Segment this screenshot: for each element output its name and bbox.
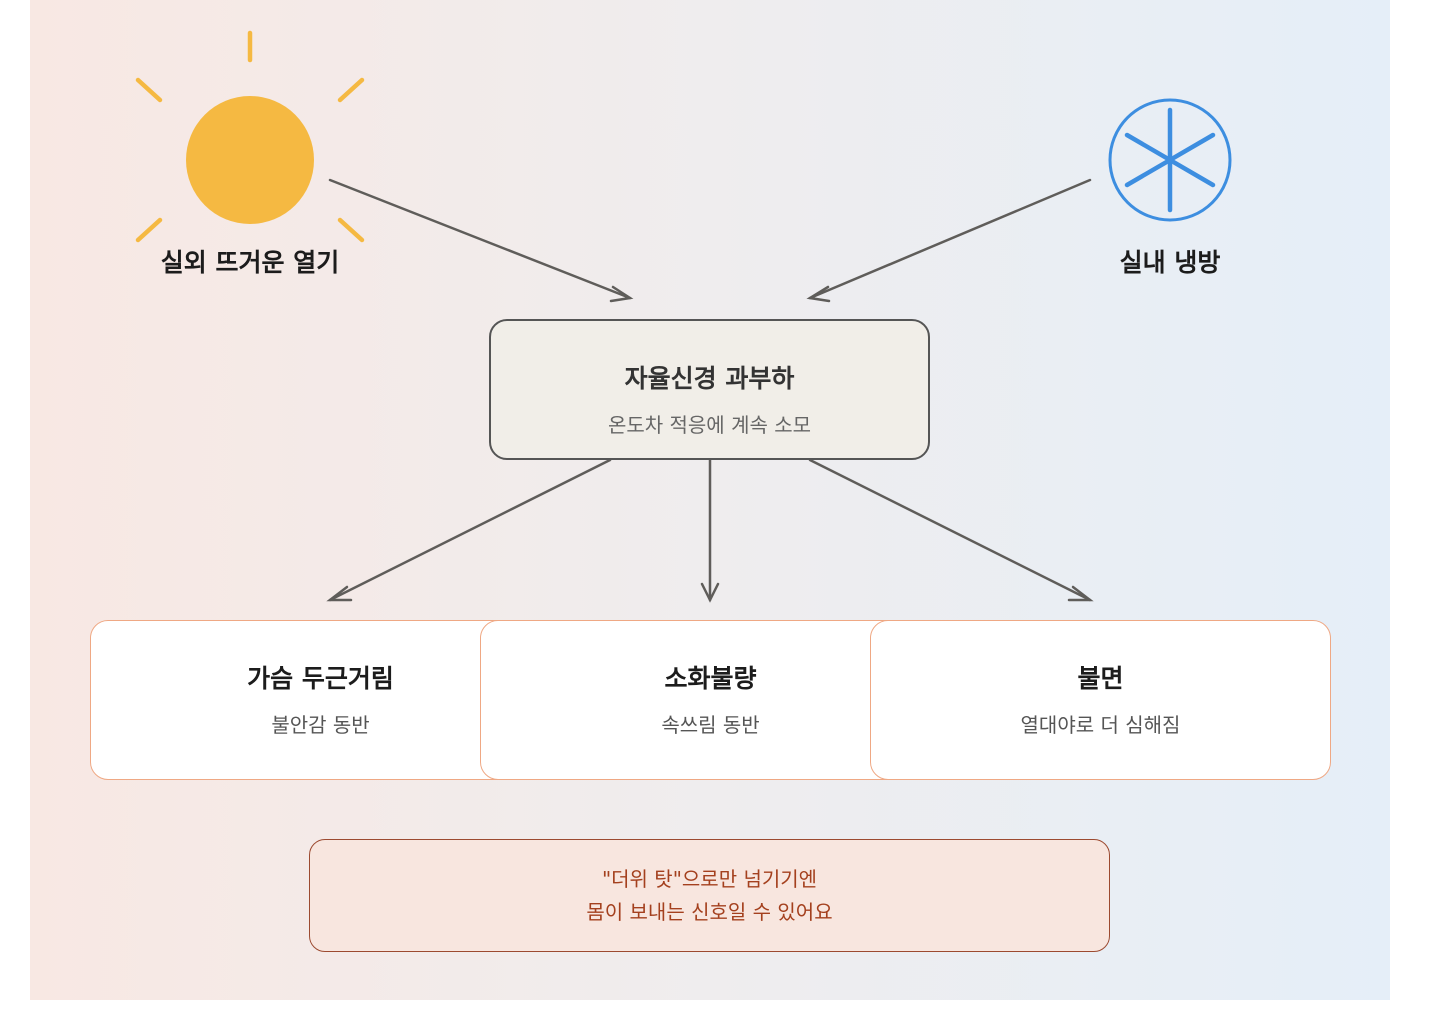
effect-node-insomnia: 불면 열대야로 더 심해짐 [870, 620, 1331, 780]
effect-title: 불면 [1077, 664, 1124, 693]
effect-subtitle: 열대야로 더 심해짐 [1020, 713, 1181, 737]
arrow-center-to-insomnia [808, 458, 1094, 602]
arrow-center-to-indigestion [700, 458, 720, 603]
note-line-2: 몸이 보내는 신호일 수 있어요 [586, 900, 833, 924]
effect-node-palpitation: 가슴 두근거림 불안감 동반 [90, 620, 551, 780]
center-node: 자율신경 과부하 온도차 적응에 계속 소모 [489, 319, 930, 460]
heat-source-label: 실외 뜨거운 열기 [160, 248, 340, 277]
sun-icon [135, 30, 365, 243]
arrow-heat-to-center [328, 178, 634, 303]
arrow-cool-to-center [806, 178, 1092, 303]
arrow-center-to-palpitation [326, 458, 612, 602]
effect-title: 소화불량 [664, 664, 757, 693]
effect-subtitle: 불안감 동반 [271, 713, 370, 737]
note-line-1: "더위 탓"으로만 넘기기엔 [601, 867, 818, 891]
effect-node-indigestion: 소화불량 속쓰림 동반 [480, 620, 941, 780]
cool-source-label: 실내 냉방 [1119, 248, 1221, 277]
effect-subtitle: 속쓰림 동반 [661, 713, 760, 737]
center-node-subtitle: 온도차 적응에 계속 소모 [607, 413, 812, 437]
snowflake-icon [1108, 98, 1232, 222]
warning-note: "더위 탓"으로만 넘기기엔 몸이 보내는 신호일 수 있어요 [309, 839, 1110, 952]
effect-title: 가슴 두근거림 [247, 664, 394, 693]
center-node-title: 자율신경 과부하 [624, 364, 795, 393]
